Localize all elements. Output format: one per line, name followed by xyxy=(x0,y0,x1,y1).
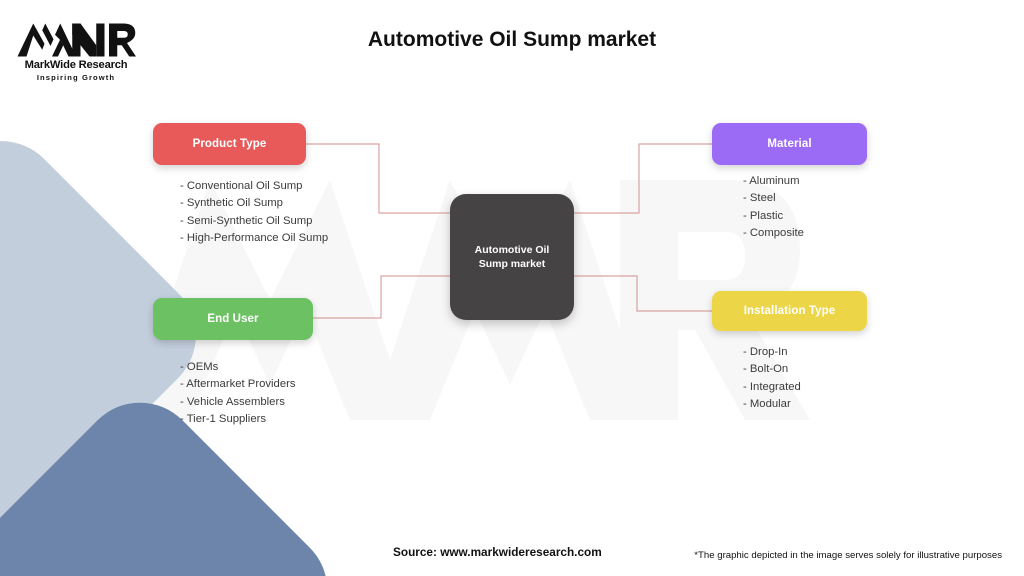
node-product-type-label: Product Type xyxy=(192,138,267,150)
brand-tagline: Inspiring Growth xyxy=(36,73,116,83)
list-item: - Vehicle Assemblers xyxy=(180,395,285,408)
decorative-shape-dark xyxy=(0,377,353,576)
list-item: - Integrated xyxy=(743,380,801,393)
node-product-type[interactable]: Product Type xyxy=(153,123,306,165)
list-item: - Tier-1 Suppliers xyxy=(180,412,267,425)
list-item: - OEMs xyxy=(180,361,219,373)
list-item: - Composite xyxy=(743,226,804,239)
list-item: - Aluminum xyxy=(743,175,800,187)
items-end-user: - OEMs - Aftermarket Providers - Vehicle… xyxy=(180,359,296,428)
node-center-market[interactable]: Automotive Oil Sump market xyxy=(450,194,574,320)
node-installation-type-label: Installation Type xyxy=(743,305,836,317)
items-installation-type: - Drop-In - Bolt-On - Integrated - Modul… xyxy=(743,344,801,413)
list-item: - Bolt-On xyxy=(743,363,789,376)
list-item: - Aftermarket Providers xyxy=(180,378,296,391)
brand-logo: MarkWide Research Inspiring Growth xyxy=(16,22,136,82)
list-item: - Synthetic Oil Sump xyxy=(180,197,283,210)
source-text: Source: www.markwideresearch.com xyxy=(393,545,602,559)
list-item: - Modular xyxy=(743,397,791,410)
node-installation-type[interactable]: Installation Type xyxy=(712,291,867,331)
mwr-monogram-icon xyxy=(17,23,136,57)
connector-material xyxy=(572,143,712,214)
list-item: - Drop-In xyxy=(743,346,788,358)
items-product-type: - Conventional Oil Sump - Synthetic Oil … xyxy=(180,178,328,247)
node-end-user[interactable]: End User xyxy=(153,298,313,340)
items-material: - Aluminum - Steel - Plastic - Composite xyxy=(743,173,804,242)
list-item: - High-Performance Oil Sump xyxy=(180,231,329,244)
center-line-2: Sump market xyxy=(478,258,546,270)
center-node-label: Automotive Oil Sump market xyxy=(475,243,550,271)
center-line-1: Automotive Oil xyxy=(474,243,550,256)
node-material[interactable]: Material xyxy=(712,123,867,165)
connector-installation-type xyxy=(572,275,712,312)
node-end-user-label: End User xyxy=(207,313,259,325)
node-material-label: Material xyxy=(767,138,812,150)
page-title: Automotive Oil Sump market xyxy=(367,28,657,51)
disclaimer-text: *The graphic depicted in the image serve… xyxy=(694,550,1002,561)
brand-name: MarkWide Research xyxy=(24,59,128,71)
connector-end-user xyxy=(312,275,452,319)
list-item: - Conventional Oil Sump xyxy=(180,180,303,192)
list-item: - Steel xyxy=(743,192,776,205)
list-item: - Semi-Synthetic Oil Sump xyxy=(180,214,313,227)
list-item: - Plastic xyxy=(743,209,784,222)
